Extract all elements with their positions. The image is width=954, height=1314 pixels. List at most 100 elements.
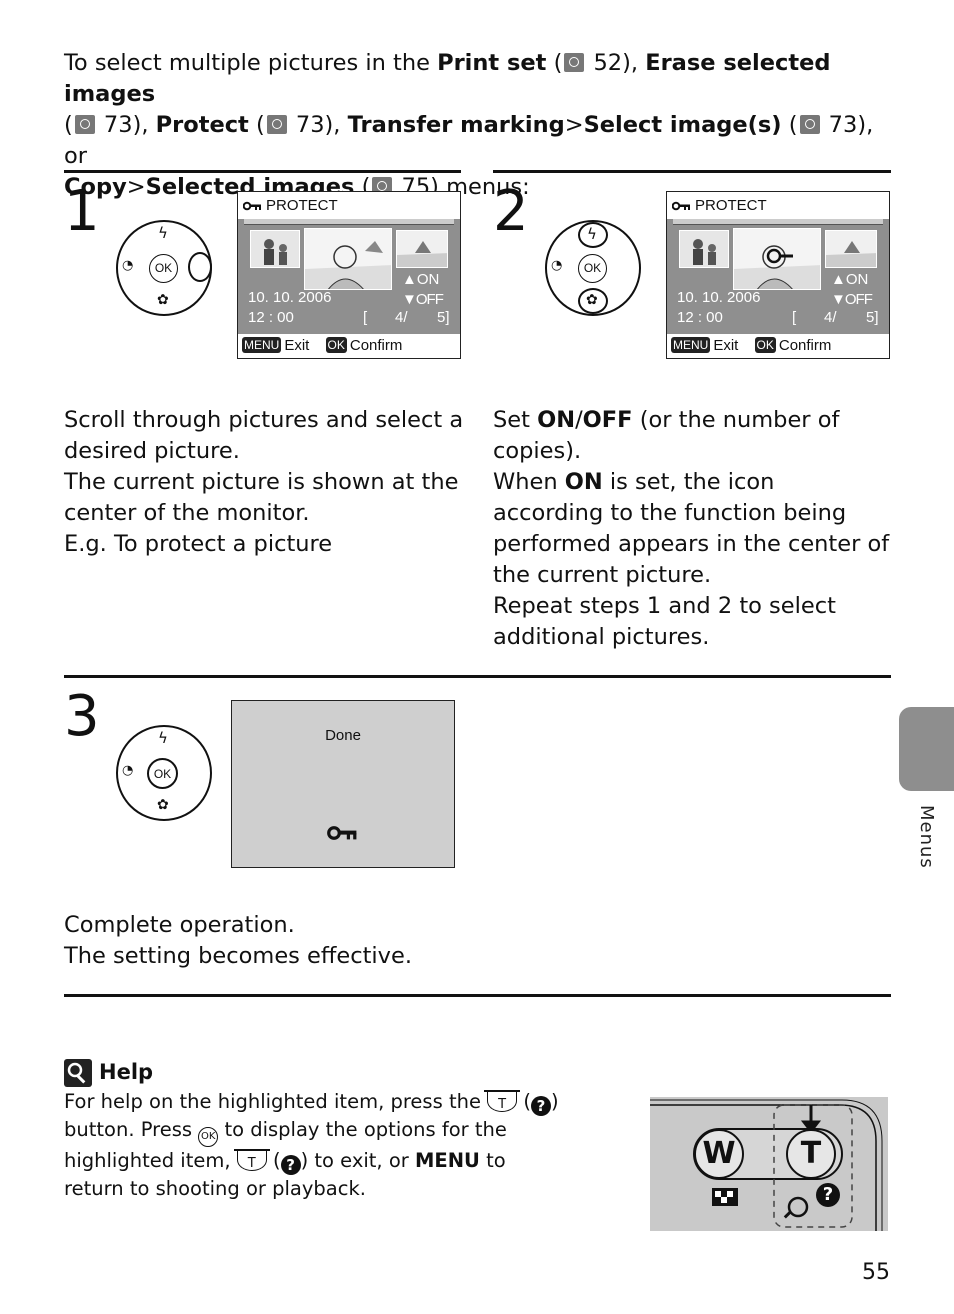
frame-total: 5] (437, 309, 450, 326)
paren: ( (255, 112, 265, 138)
intro-erase-selected: Erase selected images (64, 50, 831, 107)
paren: ( (523, 1090, 531, 1113)
text: Set (493, 407, 538, 433)
thumbnail-prev (679, 230, 729, 268)
camera-body-outline (650, 1099, 883, 1231)
intro-select-images: Select image(s) (583, 112, 782, 138)
frame-current: 4/ (395, 309, 408, 326)
intro-transfer-marking: Transfer marking (347, 112, 565, 138)
step1-body: The current picture is shown at the cent… (64, 467, 464, 560)
thumbnail-image (397, 231, 447, 267)
on-label: ON (416, 271, 440, 288)
self-timer-icon: ◔ (551, 258, 563, 273)
exit-label: Exit (284, 337, 310, 354)
done-label: Done (325, 727, 361, 744)
down-arrow-icon: ▼ (831, 291, 846, 308)
paren: ( (272, 1149, 281, 1172)
step-number: 1 (64, 179, 100, 244)
section-tab (899, 707, 954, 791)
done-screen: Done (231, 700, 455, 868)
intro-text: 73), (96, 112, 156, 138)
multi-selector-dpad: OK ϟ ◔ ✿ (116, 220, 212, 316)
step1-body-line: E.g. To protect a picture (64, 531, 333, 557)
confirm-label: Confirm (349, 337, 403, 354)
text: / (575, 407, 583, 433)
step2-body-para: When ON is set, the icon according to th… (493, 467, 891, 591)
lcd-header: PROTECT (667, 192, 889, 219)
on-option: ▲ON (402, 271, 439, 288)
thumbnail-image (826, 231, 876, 267)
dpad-up-pressed (578, 222, 608, 248)
off-option: ▼OFF (402, 291, 444, 308)
step-number: 2 (493, 179, 529, 244)
paren: ( (788, 112, 798, 138)
intro-print-set: Print set (437, 50, 547, 76)
off-bold: OFF (582, 407, 633, 433)
off-option: ▼OFF (831, 291, 873, 308)
on-option: ▲ON (831, 271, 868, 288)
thumbnail-current (733, 228, 821, 290)
step3-body: The setting becomes effective. (64, 943, 412, 969)
text: ) to exit, or (300, 1149, 409, 1172)
page-ref-icon (266, 115, 287, 134)
lcd-screen: PROTECT ▲ON ▼OFF 10. 10. 2006 12 : 00 [ … (237, 191, 461, 359)
thumbnail-next (825, 230, 877, 268)
down-arrow-icon: ▼ (402, 291, 417, 308)
page-number: 55 (862, 1260, 890, 1285)
zoom-t-button: T (786, 1129, 836, 1179)
lcd-date: 10. 10. 2006 (677, 289, 761, 306)
step2-title: Set ON/OFF (or the number of copies). (493, 405, 893, 467)
thumbnail-current (304, 228, 392, 290)
on-label: ON (845, 271, 869, 288)
exit-label: Exit (713, 337, 739, 354)
lcd-title: PROTECT (266, 197, 338, 214)
help-question-icon: ? (816, 1183, 840, 1207)
macro-icon: ✿ (157, 292, 169, 308)
paren: ( (553, 50, 563, 76)
frame-total: 5] (866, 309, 879, 326)
help-question-icon: ? (530, 1096, 551, 1116)
intro-copy: Copy (64, 174, 127, 200)
lcd-scroll-bar (673, 219, 883, 225)
frame-bracket: [ (792, 309, 797, 326)
dpad-right-pressed (188, 252, 212, 282)
paren: ( (64, 112, 73, 138)
lcd-time: 12 : 00 (248, 309, 294, 326)
intro-text: To select multiple pictures in the (64, 50, 438, 76)
flash-icon: ϟ (158, 224, 168, 242)
help-question-icon: ? (280, 1155, 301, 1175)
help-magnifier-icon (64, 1059, 92, 1087)
ok-button-label: OK (754, 337, 776, 353)
intro-protect: Protect (155, 112, 249, 138)
menu-button-label: MENU (242, 337, 282, 353)
lcd-date: 10. 10. 2006 (248, 289, 332, 306)
thumbnail-prev (250, 230, 300, 268)
camera-zoom-illustration: W T ? (650, 1097, 888, 1231)
ok-button: OK (149, 254, 178, 283)
ok-button-pressed: OK (147, 758, 178, 789)
zoom-t-button-icon: T (233, 1149, 270, 1171)
zoom-w-button: W (694, 1129, 744, 1179)
intro-text: 73), (288, 112, 348, 138)
on-bold: ON (564, 469, 603, 495)
up-arrow-icon: ▲ (402, 271, 417, 288)
help-body: For help on the highlighted item, press … (64, 1088, 564, 1203)
frame-current: 4/ (824, 309, 837, 326)
protect-key-icon (243, 201, 261, 211)
self-timer-icon: ◔ (122, 258, 134, 273)
help-title: Help (99, 1060, 154, 1084)
gt: > (564, 112, 584, 138)
dpad-down-pressed (578, 288, 608, 314)
thumbnail-image (734, 229, 820, 289)
confirm-label: Confirm (778, 337, 832, 354)
up-arrow-icon: ▲ (831, 271, 846, 288)
ok-button: OK (578, 254, 607, 283)
off-label: OFF (415, 291, 444, 308)
divider (64, 994, 891, 997)
text: to display the options for the highlight… (64, 1118, 507, 1172)
page-ref-icon (799, 115, 820, 134)
multi-selector-dpad: OK ϟ ◔ ✿ (545, 220, 641, 316)
text: For help on the highlighted item, press … (64, 1090, 481, 1113)
